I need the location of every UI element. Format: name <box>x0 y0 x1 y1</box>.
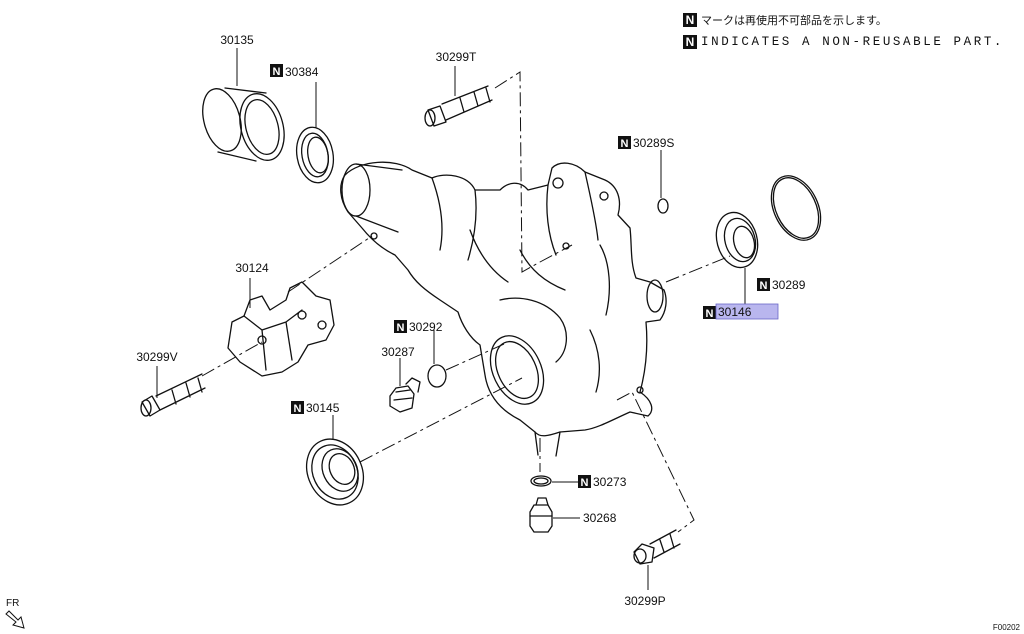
n-badge: N <box>397 322 405 334</box>
part-30273-gasket <box>530 475 552 487</box>
label-30268[interactable]: 30268 <box>583 511 617 525</box>
non-reusable-markers: N N N N N N N <box>270 64 770 489</box>
n-badge: N <box>581 477 589 489</box>
n-badge: N <box>760 280 768 292</box>
figure-code: F00202 <box>992 623 1020 632</box>
part-30289-o-ring <box>770 175 822 241</box>
direction-label: FR <box>6 598 20 609</box>
label-30146[interactable]: 30146 <box>718 305 752 319</box>
part-30145-oil-seal <box>305 438 365 506</box>
non-reusable-badge: N <box>683 35 697 49</box>
label-30299T[interactable]: 30299T <box>436 50 477 64</box>
legend-en: N INDICATES A NON-REUSABLE PART. <box>683 35 1004 49</box>
label-30273[interactable]: 30273 <box>593 475 627 489</box>
legend-jp: N マークは再使用不可部品を示します。 <box>683 12 887 28</box>
label-30292[interactable]: 30292 <box>409 320 443 334</box>
part-30146-oil-seal <box>715 211 759 269</box>
front-direction-arrow-icon <box>5 610 25 629</box>
n-badge: N <box>621 138 629 150</box>
part-30287-plug <box>389 377 421 413</box>
non-reusable-badge: N <box>683 13 697 27</box>
label-30289S[interactable]: 30289S <box>633 136 674 150</box>
part-30292-o-ring <box>427 364 447 388</box>
label-30299V[interactable]: 30299V <box>136 350 177 364</box>
part-30124-bracket <box>227 281 335 377</box>
label-30287[interactable]: 30287 <box>381 345 415 359</box>
assembly-axis-lines <box>201 71 731 533</box>
part-30135-sleeve <box>202 87 285 162</box>
label-30145[interactable]: 30145 <box>306 401 340 415</box>
part-30289S-o-ring <box>657 198 669 214</box>
label-30299P[interactable]: 30299P <box>624 594 665 608</box>
selected-part-highlight <box>715 303 779 320</box>
legend-jp-text: マークは再使用不可部品を示します。 <box>701 15 887 27</box>
label-30384[interactable]: 30384 <box>285 65 319 79</box>
label-30289[interactable]: 30289 <box>772 278 806 292</box>
n-badge: N <box>706 308 714 320</box>
label-30124[interactable]: 30124 <box>235 261 269 275</box>
part-30299V-bolt <box>140 373 206 417</box>
n-badge: N <box>273 66 281 78</box>
label-30135[interactable]: 30135 <box>220 33 254 47</box>
part-30268-drain-plug <box>529 497 553 533</box>
part-30299P-bolt <box>633 529 681 565</box>
part-30384-oil-seal <box>295 126 335 184</box>
part-labels: 30135 30384 30299T 30289S 30124 30299V 3… <box>136 33 805 608</box>
legend-en-text: INDICATES A NON-REUSABLE PART. <box>701 35 1005 49</box>
part-30299T-bolt <box>424 85 493 127</box>
n-badge: N <box>294 403 302 415</box>
leader-lines <box>156 48 770 590</box>
transfer-case-housing <box>340 161 667 457</box>
